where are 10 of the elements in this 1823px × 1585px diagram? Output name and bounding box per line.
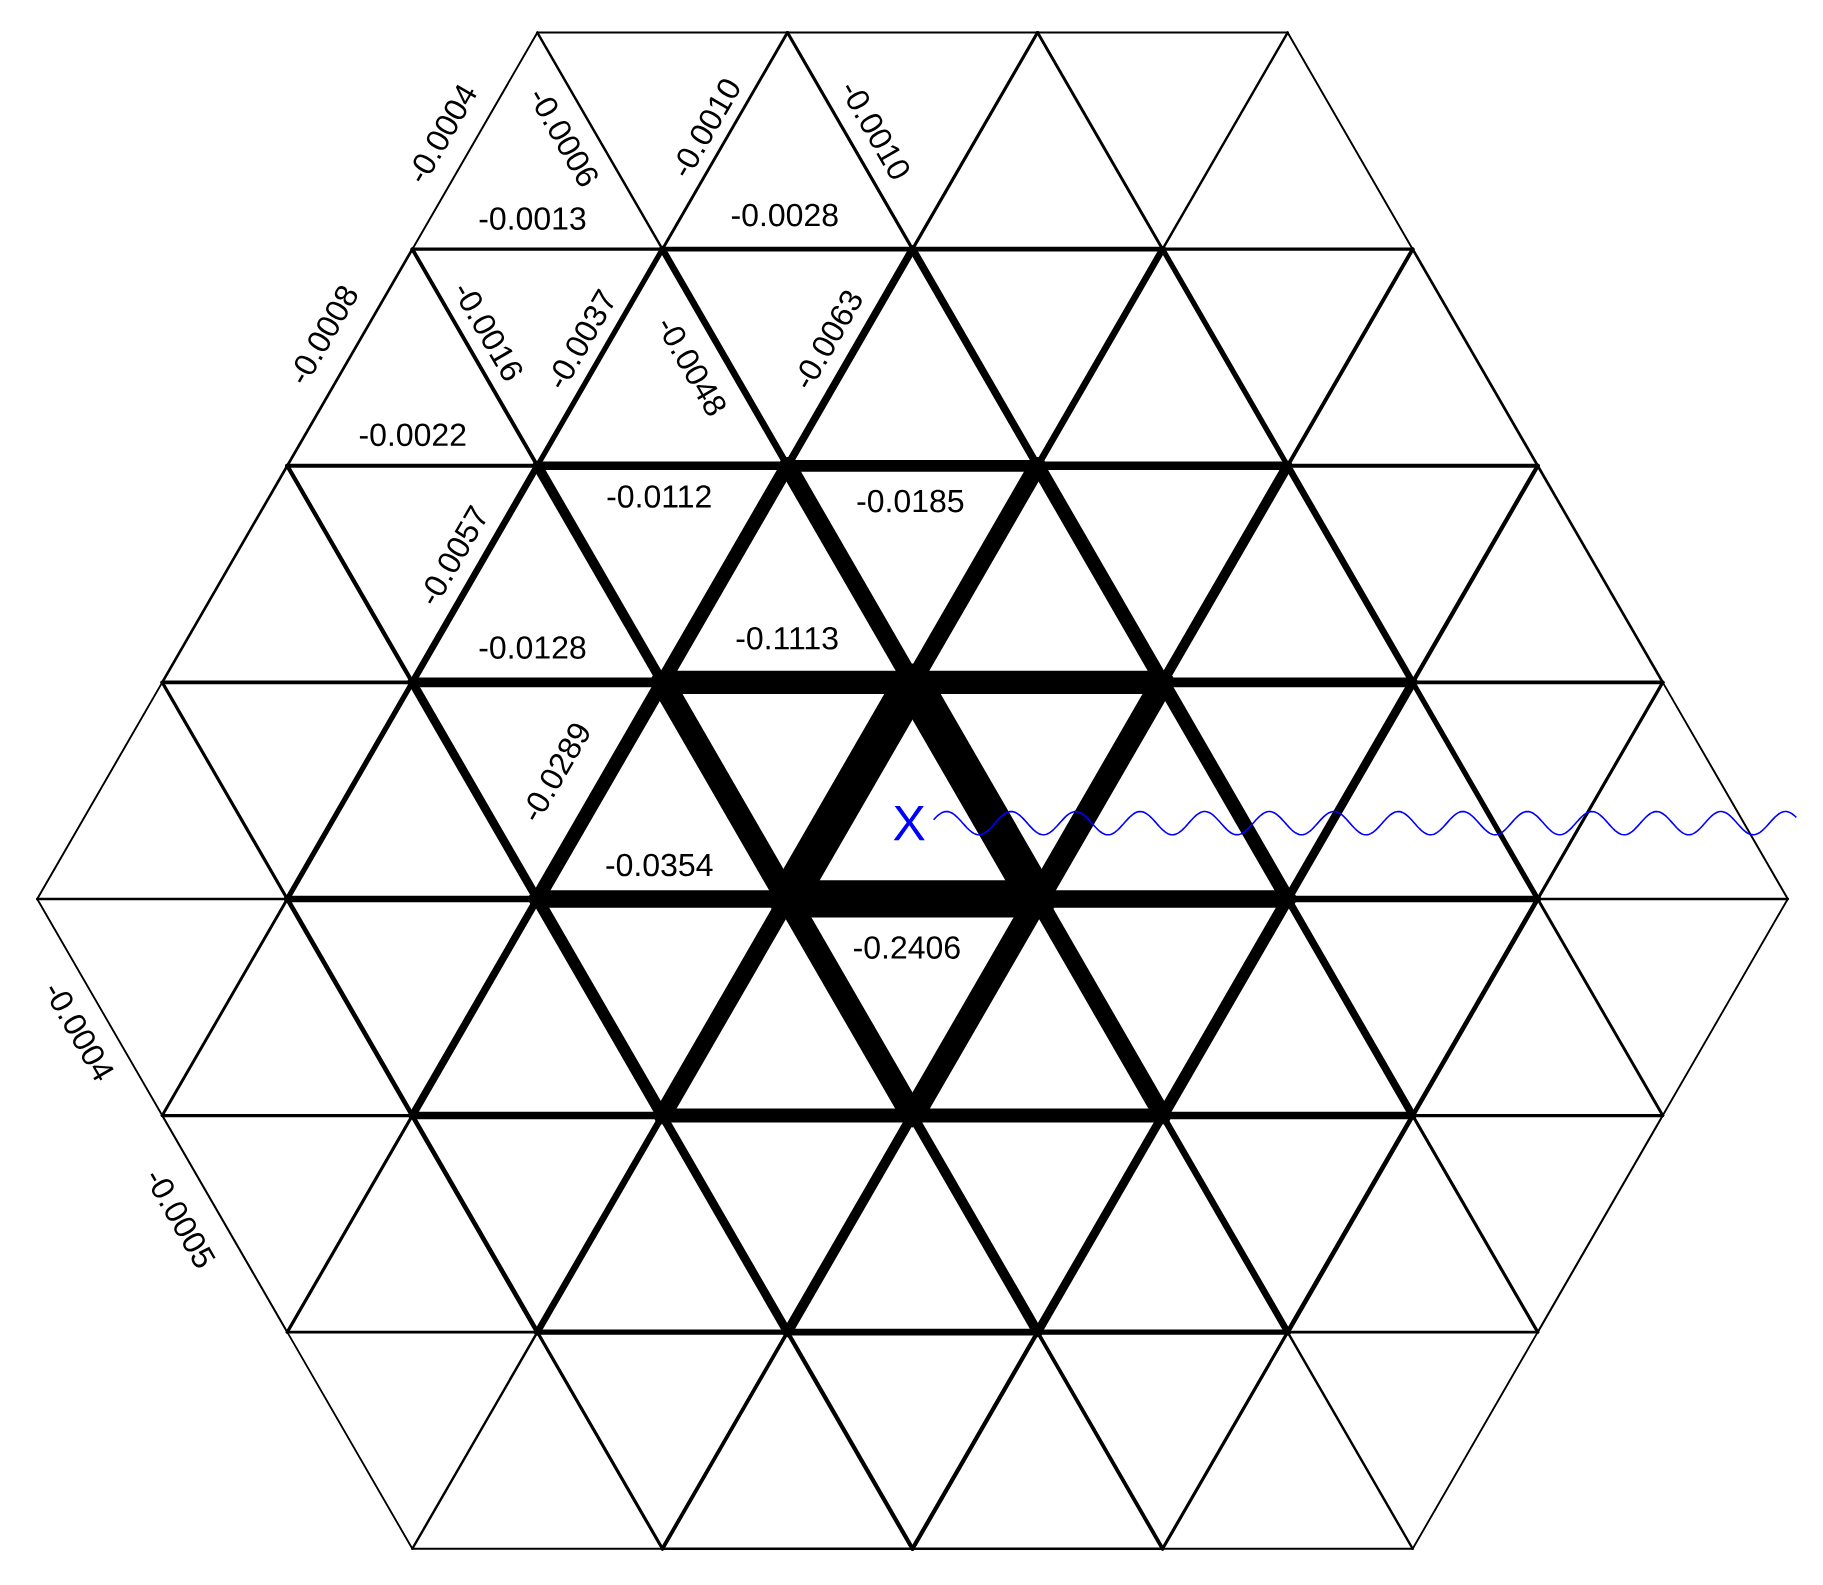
edge-value: -0.0028 [731,203,838,227]
edge-value: -0.0112 [607,485,711,508]
edge-value: -0.0022 [359,423,466,447]
edge-value: -0.2406 [854,936,960,959]
edge-value: -0.1113 [736,626,838,650]
edge-value: -0.0128 [479,636,586,659]
edge-value: -0.0013 [479,207,586,230]
site-label: X [893,805,925,841]
edge-value: -0.0185 [857,489,964,513]
edge-value: -0.0354 [606,853,713,877]
